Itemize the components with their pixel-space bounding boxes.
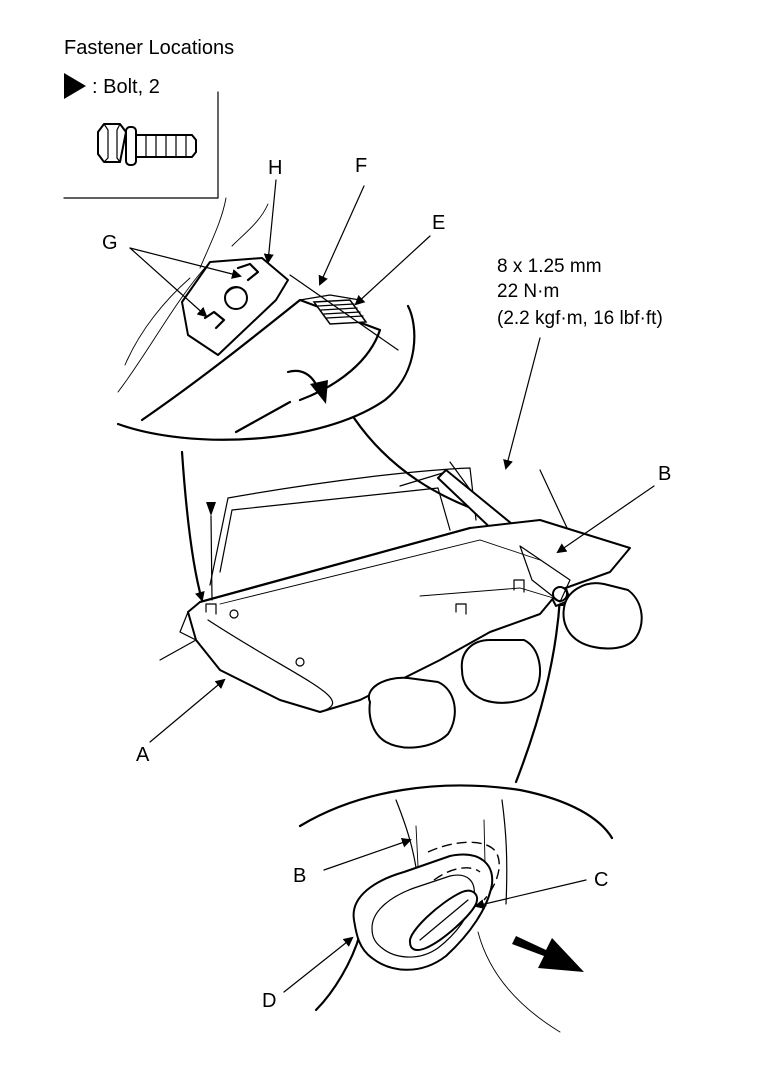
callout-d: D [262, 990, 276, 1012]
bottom-inset-upper-border [298, 784, 614, 840]
fastener-legend: Fastener Locations : Bolt, 2 [63, 37, 234, 199]
seat-cushion-a [187, 519, 631, 713]
callout-f: F [355, 155, 367, 177]
leader-g-b [129, 247, 208, 318]
callout-b-top: B [658, 463, 671, 485]
callout-b-bottom: B [293, 865, 306, 887]
floor-hump-1 [367, 676, 456, 749]
floor-hump-2 [460, 639, 541, 704]
torque-thread-size: 8 x 1.25 mm [497, 256, 602, 277]
connector-top-left [180, 450, 205, 602]
bolt-location-marker [206, 502, 216, 516]
hatched-label-e [312, 299, 368, 325]
bolt-marker-icon [64, 73, 86, 99]
hook-g1 [236, 262, 260, 282]
legend-title: Fastener Locations [64, 37, 234, 59]
callout-a: A [136, 744, 150, 766]
leader-g-a [129, 247, 242, 279]
torque-spec: 8 x 1.25 mm 22 N·m (2.2 kgf·m, 16 lbf·ft… [497, 256, 663, 470]
callout-c: C [594, 869, 608, 891]
leader-b-bottom [323, 837, 412, 871]
hook-g2 [203, 310, 226, 330]
torque-kgf-lbf: (2.2 kgf·m, 16 lbf·ft) [497, 308, 663, 329]
bottom-detail-inset [283, 784, 614, 1033]
bolt-icon [97, 123, 197, 166]
callout-h: H [268, 157, 282, 179]
belt-guide-d [352, 853, 494, 971]
callout-e: E [432, 212, 445, 234]
torque-nm: 22 N·m [497, 281, 559, 302]
leader-h [263, 179, 277, 264]
leader-d [283, 936, 354, 993]
connector-bottom [514, 596, 565, 784]
legend-bolt-label: : Bolt, 2 [92, 76, 160, 98]
pull-direction-arrow [512, 936, 584, 972]
callout-g: G [102, 232, 118, 254]
top-inset-border [116, 304, 416, 441]
torque-leader-arrow [503, 337, 541, 470]
leader-f [318, 185, 365, 286]
leader-c [474, 879, 587, 910]
leader-e [354, 235, 431, 306]
seat-cushion-main-view [149, 461, 655, 749]
floor-hump-3 [562, 582, 643, 650]
legend-frame [63, 91, 219, 199]
top-detail-inset [116, 179, 431, 441]
bolt-head [224, 286, 248, 310]
leader-b-top [556, 485, 655, 554]
leader-a [149, 678, 226, 743]
